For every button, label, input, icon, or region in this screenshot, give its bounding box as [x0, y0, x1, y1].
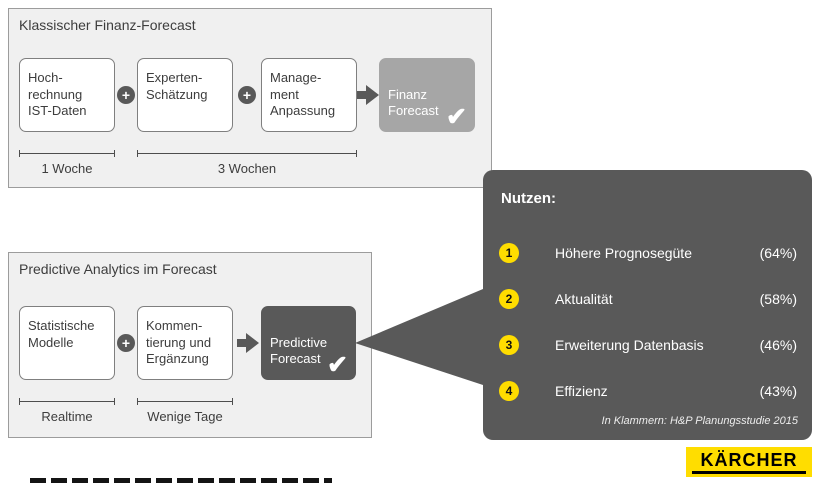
benefit-label: Aktualität — [555, 291, 613, 307]
predictive-panel-title: Predictive Analytics im Forecast — [19, 261, 217, 277]
logo-underline — [692, 471, 806, 474]
benefit-label: Höhere Prognosegüte — [555, 245, 692, 261]
predictive-forecast-label: Predictive Forecast — [270, 334, 328, 367]
check-icon: ✔ — [446, 103, 467, 131]
node-hochrechnung-ist-daten: Hoch- rechnung IST-Daten — [19, 58, 115, 132]
benefit-number-badge: 3 — [499, 335, 519, 355]
benefit-label: Erweiterung Datenbasis — [555, 337, 704, 353]
classic-panel-title: Klassischer Finanz-Forecast — [19, 17, 196, 33]
source-note: In Klammern: H&P Planungsstudie 2015 — [601, 415, 798, 427]
benefit-value: (43%) — [759, 383, 797, 399]
finanz-forecast-label: Finanz Forecast — [388, 86, 439, 119]
benefit-label: Effizienz — [555, 383, 608, 399]
duration-label-3-wochen: 3 Wochen — [217, 161, 277, 176]
kaercher-logo: KÄRCHER — [686, 447, 812, 477]
benefit-value: (58%) — [759, 291, 797, 307]
benefit-value: (64%) — [759, 245, 797, 261]
benefit-number-badge: 2 — [499, 289, 519, 309]
duration-line-1-woche — [19, 150, 115, 157]
node-statistische-modelle: Statistische Modelle — [19, 306, 115, 380]
node-kommentierung-ergaenzung: Kommen- tierung und Ergänzung — [137, 306, 233, 380]
plus-icon: + — [117, 86, 135, 104]
duration-line-wenige-tage — [137, 398, 233, 405]
arrow-right-icon — [237, 333, 259, 353]
node-predictive-forecast: Predictive Forecast ✔ — [261, 306, 356, 380]
kaercher-wordmark: KÄRCHER — [700, 450, 798, 470]
duration-line-realtime — [19, 398, 115, 405]
benefit-number-badge: 1 — [499, 243, 519, 263]
duration-label-wenige-tage: Wenige Tage — [147, 409, 223, 424]
benefits-panel: Nutzen: 1 Höhere Prognosegüte (64%) 2 Ak… — [483, 170, 812, 440]
plus-icon: + — [117, 334, 135, 352]
classic-forecast-panel: Klassischer Finanz-Forecast Hoch- rechnu… — [8, 8, 492, 188]
clipped-bottom-text — [30, 478, 332, 483]
benefit-value: (46%) — [759, 337, 797, 353]
duration-label-1-woche: 1 Woche — [41, 161, 93, 176]
benefit-item: 3 Erweiterung Datenbasis (46%) — [499, 334, 797, 356]
duration-line-3-wochen — [137, 150, 357, 157]
node-management-anpassung: Manage- ment Anpassung — [261, 58, 357, 132]
node-finanz-forecast: Finanz Forecast ✔ — [379, 58, 475, 132]
benefit-item: 1 Höhere Prognosegüte (64%) — [499, 242, 797, 264]
node-experten-schaetzung: Experten- Schätzung — [137, 58, 233, 132]
callout-connector — [355, 289, 483, 385]
benefit-number-badge: 4 — [499, 381, 519, 401]
benefits-title: Nutzen: — [501, 190, 556, 207]
benefit-item: 2 Aktualität (58%) — [499, 288, 797, 310]
plus-icon: + — [238, 86, 256, 104]
check-icon: ✔ — [327, 351, 348, 379]
benefit-item: 4 Effizienz (43%) — [499, 380, 797, 402]
predictive-analytics-panel: Predictive Analytics im Forecast Statist… — [8, 252, 372, 438]
arrow-right-icon — [357, 85, 379, 105]
duration-label-realtime: Realtime — [41, 409, 93, 424]
